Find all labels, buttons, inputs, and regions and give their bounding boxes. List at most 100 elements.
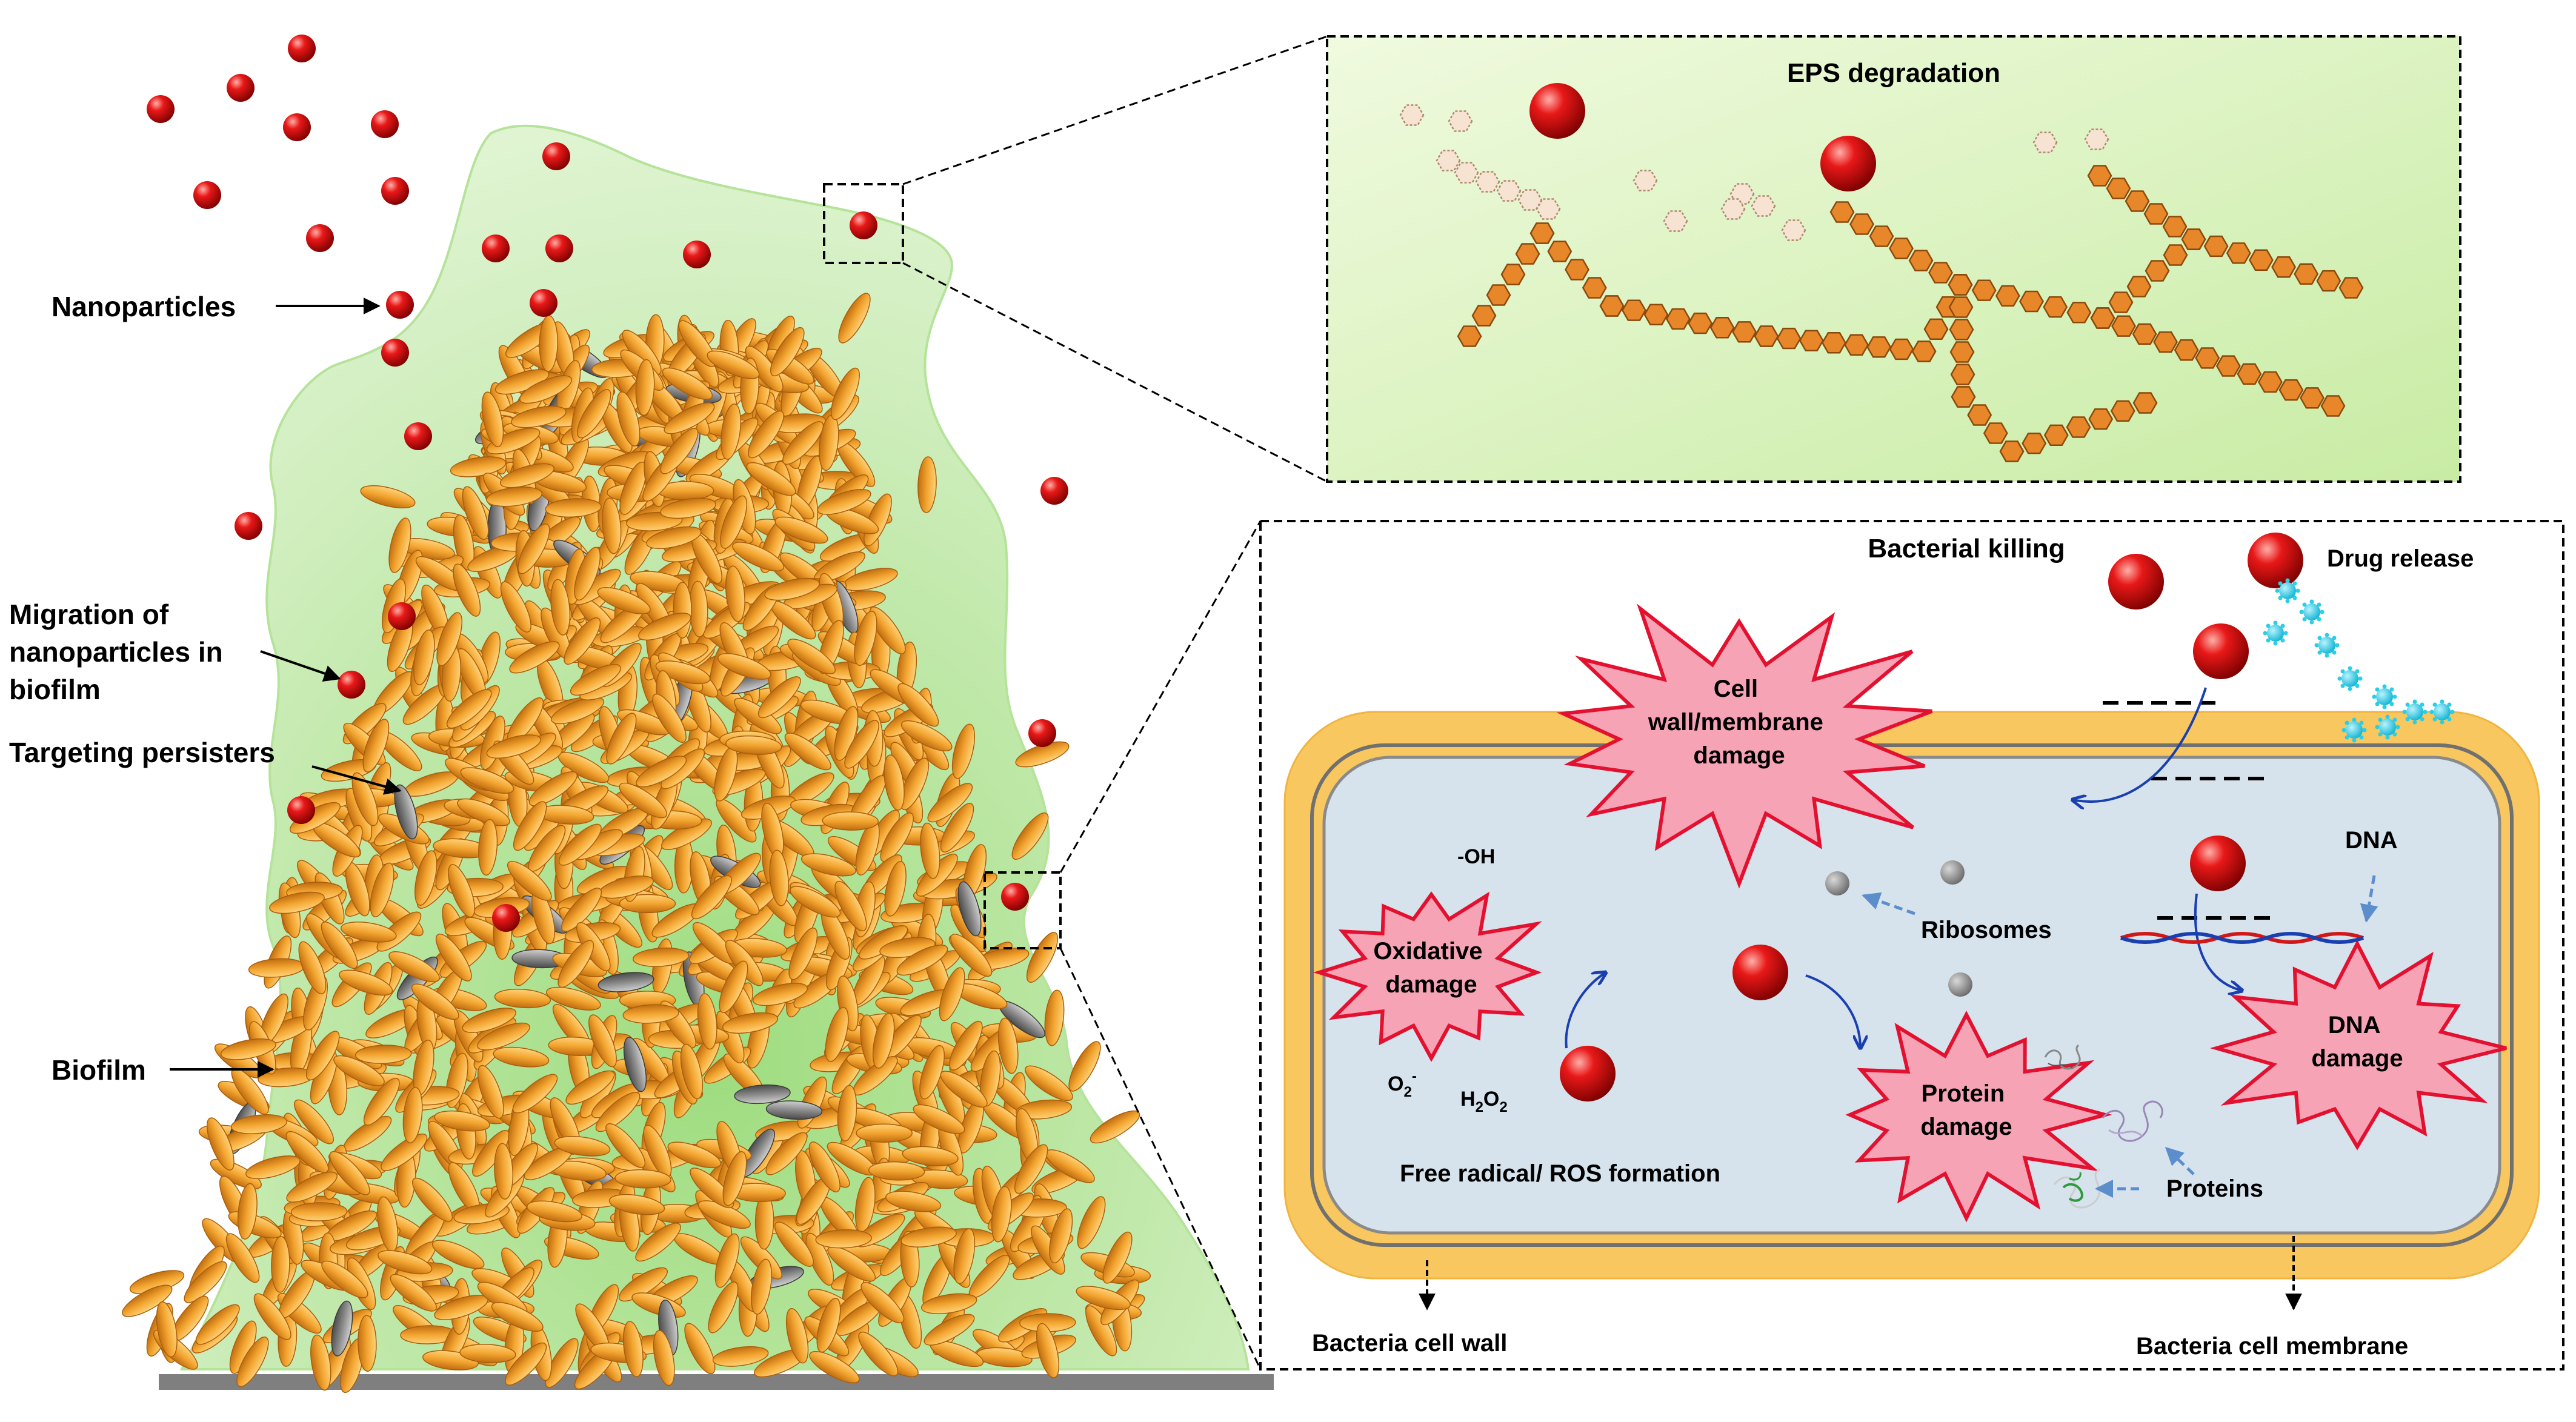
bacterium-cell xyxy=(370,862,394,917)
eps-monomer xyxy=(2090,307,2115,329)
degraded-eps-monomer xyxy=(1454,162,1479,184)
bacterium-cell xyxy=(667,1141,722,1169)
bacterium-cell xyxy=(774,516,828,544)
bacterium-cell xyxy=(195,1304,240,1345)
bacterium-cell xyxy=(505,1342,547,1386)
eps-monomer xyxy=(1732,321,1757,343)
bacterium-cell xyxy=(1076,1286,1131,1311)
bacterium-cell xyxy=(545,498,602,518)
eps-monomer xyxy=(2338,277,2364,299)
bacterium-cell xyxy=(551,697,605,725)
eps-monomer xyxy=(1849,213,1874,235)
persister-cell xyxy=(331,1300,353,1357)
bacterium-cell xyxy=(897,683,939,727)
bacterium-cell xyxy=(550,579,571,636)
bacterium-cell xyxy=(622,1321,644,1377)
drug-particles xyxy=(2263,578,2455,743)
cell-membrane-outer xyxy=(1310,743,2514,1247)
label-h2o2: H2O2 xyxy=(1460,1088,1508,1115)
eps-monomer xyxy=(1999,440,2025,462)
nanoparticle xyxy=(1040,477,1068,505)
label-dna-damage: DNA damage xyxy=(2311,1012,2403,1072)
bacterium-cell xyxy=(478,819,498,876)
degraded-eps-monomer xyxy=(1496,180,1522,202)
bacterium-cell xyxy=(717,653,771,680)
label-drug-release: Drug release xyxy=(2327,545,2474,572)
eps-monomer xyxy=(1923,318,1949,341)
eps-monomer xyxy=(2174,339,2199,361)
label-targeting-persisters: Targeting persisters xyxy=(9,737,275,768)
eps-monomer xyxy=(1582,277,1607,299)
persister-cell xyxy=(765,1100,823,1120)
eps-monomer xyxy=(1643,304,1669,325)
eps-monomer xyxy=(1844,334,1869,356)
eps-monomer xyxy=(2132,323,2157,345)
bacterium-cell xyxy=(481,391,504,448)
eps-monomer xyxy=(1967,404,1992,426)
bacterium-cell xyxy=(660,497,716,519)
bacterium-cell xyxy=(619,782,668,819)
bacterium-cell xyxy=(951,723,976,779)
bacterium-cell xyxy=(748,410,784,459)
eps-monomer xyxy=(2125,190,2150,212)
label-protein-damage: Protein damage xyxy=(1920,1080,2012,1140)
bacterium-cell xyxy=(953,1228,976,1284)
degraded-eps-monomer xyxy=(1536,198,1561,220)
bacterium-cell xyxy=(339,969,393,996)
bacterium-cell xyxy=(434,1110,490,1132)
eps-monomer xyxy=(1500,264,1526,285)
biofilm-panel: Nanoparticles Migration of nanoparticles… xyxy=(9,35,1328,1394)
eps-monomer xyxy=(2088,408,2114,430)
eps-monomer xyxy=(1599,295,1625,317)
eps-monomer xyxy=(2294,263,2319,285)
nanoparticle xyxy=(530,289,557,317)
bacterium-cell xyxy=(860,1282,905,1324)
bacterium-cell xyxy=(446,689,492,729)
bacterium-cell xyxy=(351,772,379,826)
nanoparticle xyxy=(1028,719,1056,747)
bacterium-cell xyxy=(363,1077,400,1126)
bacterium-cell xyxy=(207,1117,235,1171)
bacterium-cell xyxy=(815,1229,872,1249)
bacterium-cell xyxy=(817,489,871,515)
eps-monomer xyxy=(2237,363,2262,385)
eps-monomer xyxy=(1995,285,2020,307)
degraded-eps-monomer xyxy=(1751,195,1776,217)
killing-nanoparticle xyxy=(2193,623,2249,679)
bacterium-cell xyxy=(633,947,690,967)
eps-title: EPS degradation xyxy=(1787,58,2000,88)
bacterium-cell xyxy=(608,1194,665,1215)
eps-monomer xyxy=(2181,228,2206,250)
nanoparticle xyxy=(545,234,573,262)
degraded-eps-monomer xyxy=(1475,171,1500,193)
bacterium-cell xyxy=(902,1146,959,1166)
bacterium-cell xyxy=(880,812,914,862)
bacterium-cell xyxy=(290,1202,348,1221)
killing-nanoparticle xyxy=(2248,533,2303,588)
bacterium-cell xyxy=(854,610,877,666)
bacterium-cell xyxy=(785,1308,809,1364)
bacterium-cell xyxy=(286,1171,338,1203)
label-oxidative-damage: Oxidative damage xyxy=(1373,938,1489,998)
nanoparticle xyxy=(306,224,334,252)
bacterium-cell xyxy=(558,823,602,866)
eps-monomer xyxy=(1869,225,1894,247)
bacterium-cell xyxy=(457,798,510,826)
nanoparticle xyxy=(147,95,175,123)
eps-monomer xyxy=(2248,249,2274,271)
bacterium-cell xyxy=(561,888,602,932)
eps-monomer xyxy=(1889,338,1914,360)
bacterium-cell xyxy=(565,1070,615,1105)
bacterium-cell xyxy=(1049,1208,1073,1264)
persister-cell xyxy=(957,881,982,937)
bacterium-cell xyxy=(782,421,824,465)
bacterium-cell xyxy=(435,933,472,982)
bacterium-cell xyxy=(225,1233,260,1283)
dna-damage-starburst xyxy=(2209,940,2507,1151)
eps-monomer xyxy=(1529,222,1555,244)
bacterium-cell xyxy=(664,402,715,434)
bacterium-cell xyxy=(156,1301,178,1358)
bacterium-cell xyxy=(305,1031,340,1081)
bacterium-cell xyxy=(991,1186,1012,1243)
label-wall-damage: Cell wall/membrane damage xyxy=(1648,676,1830,769)
